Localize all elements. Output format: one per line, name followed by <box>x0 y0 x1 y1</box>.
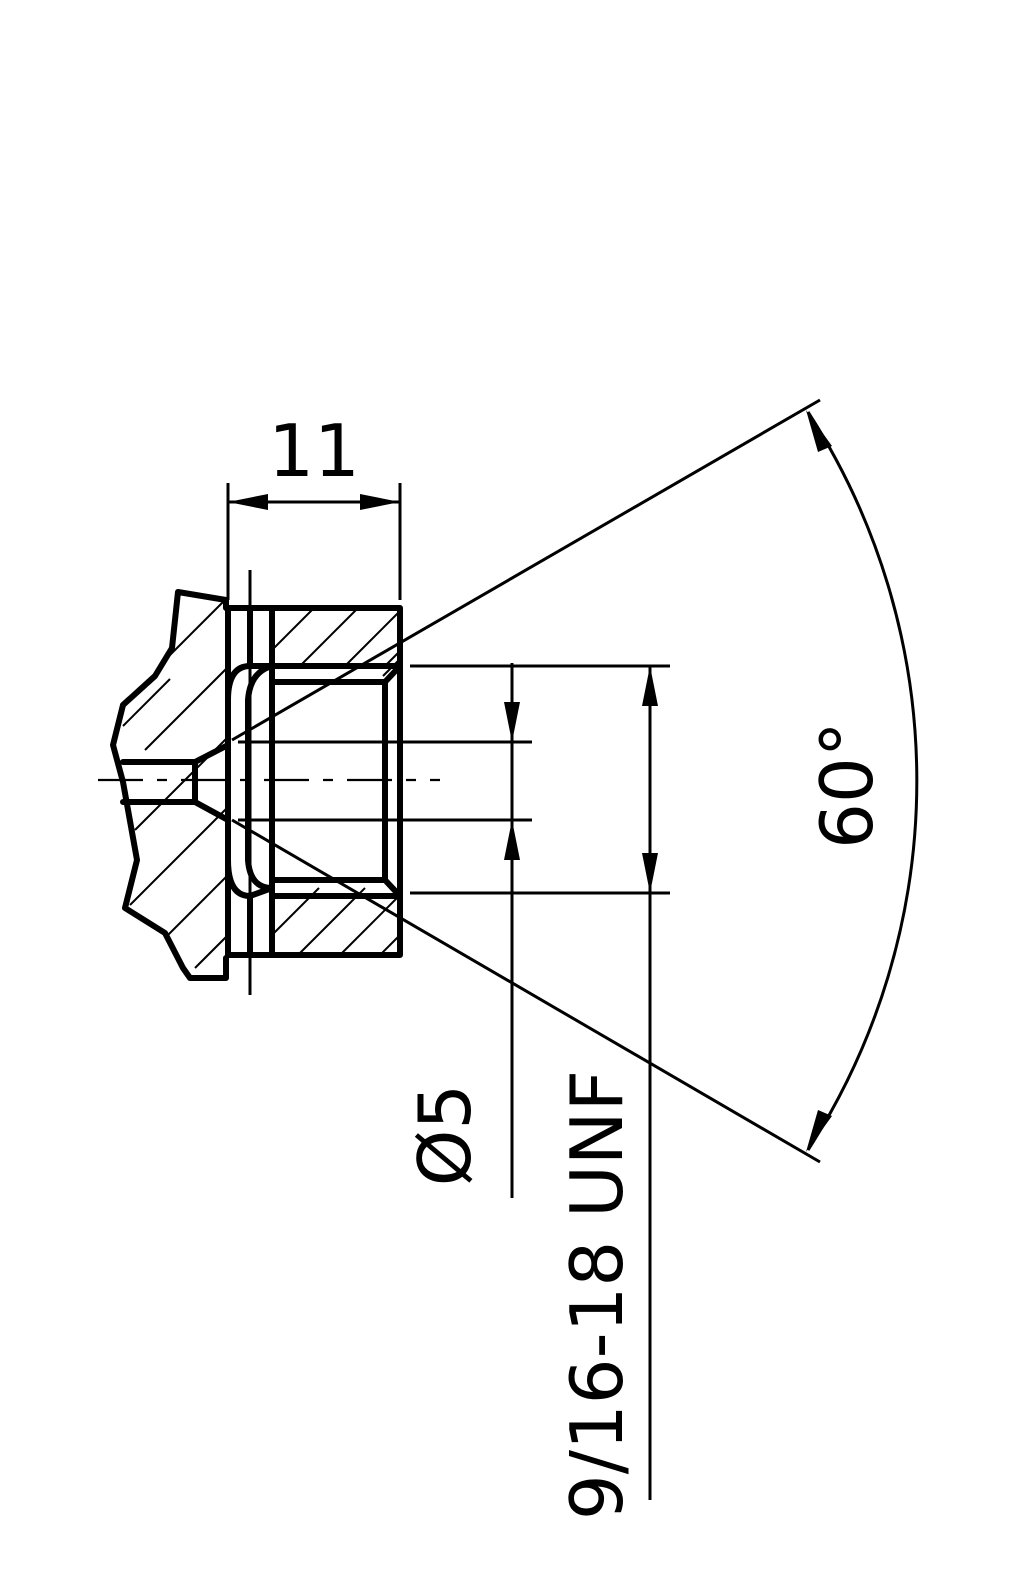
dimension-diameter: Ø5 <box>238 663 532 1198</box>
dimension-width: 11 <box>226 409 402 600</box>
thread-label: 9/16-18 UNF <box>555 1070 639 1520</box>
diameter-label: Ø5 <box>403 1084 487 1186</box>
angle-label: 60° <box>805 721 889 849</box>
dimension-angle: 60° <box>231 398 919 1164</box>
undercut-groove <box>225 663 275 899</box>
break-line <box>110 589 229 981</box>
drill-hole <box>120 742 231 765</box>
part-outline <box>110 589 403 981</box>
dimension-thread: 9/16-18 UNF <box>410 664 670 1520</box>
center-lines <box>98 570 440 995</box>
section-hatching <box>122 596 399 969</box>
width-label: 11 <box>268 409 360 493</box>
